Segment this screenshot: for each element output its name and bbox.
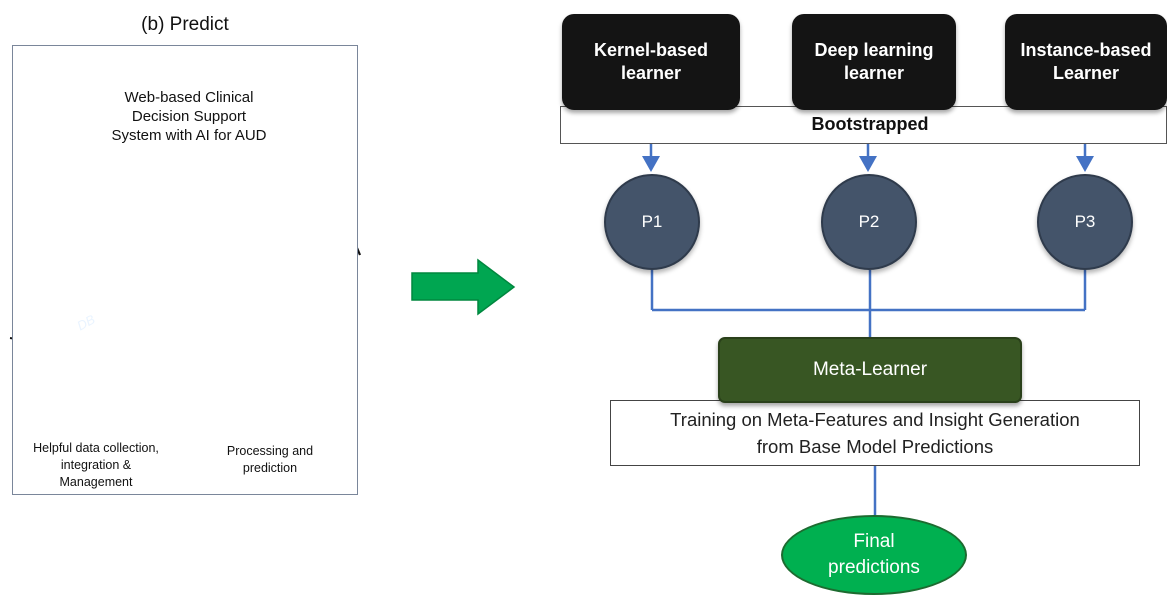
learner-label: learner: [843, 63, 905, 83]
bootstrap-arrowheads: [642, 156, 1094, 172]
learner-label: Deep learning: [814, 40, 934, 60]
data-collection-label: Helpful data collection, integration & M…: [16, 440, 176, 491]
kernel-learner-box: Kernel-based learner: [562, 14, 740, 110]
meta-learner-box: Meta-Learner: [718, 337, 1022, 403]
learner-label: Instance-based: [1020, 40, 1152, 60]
predict-panel-title: (b) Predict: [141, 14, 229, 35]
label-line: Processing and: [226, 444, 314, 458]
label-line: Helpful data collection,: [33, 441, 159, 455]
deep-learner-box: Deep learning learner: [792, 14, 956, 110]
screen-text-line: Decision Support: [131, 108, 247, 125]
processing-label: Processing and prediction: [205, 443, 335, 477]
transition-arrow: [411, 258, 516, 316]
training-text: from Base Model Predictions: [756, 436, 994, 457]
prediction-node-p1: P1: [604, 174, 700, 270]
laptop-screen-text: Web-based Clinical Decision Support Syst…: [100, 88, 278, 145]
final-text: predictions: [828, 557, 920, 578]
label-line: prediction: [242, 461, 298, 475]
training-text: Training on Meta-Features and Insight Ge…: [670, 409, 1080, 430]
prediction-node-p3: P3: [1037, 174, 1133, 270]
screen-text-line: Web-based Clinical: [124, 89, 254, 106]
screen-text-line: System with AI for AUD: [111, 127, 267, 144]
learner-label: learner: [620, 63, 682, 83]
final-predictions-node: Final predictions: [781, 515, 967, 595]
final-text: Final: [853, 531, 895, 552]
label-line: Management: [59, 475, 133, 489]
predict-panel-frame: [12, 45, 358, 495]
training-box: Training on Meta-Features and Insight Ge…: [610, 400, 1140, 466]
label-line: integration &: [60, 458, 132, 472]
learner-label: Learner: [1052, 63, 1120, 83]
bootstrap-label: Bootstrapped: [811, 114, 929, 134]
learner-label: Kernel-based: [593, 40, 709, 60]
prediction-node-p2: P2: [821, 174, 917, 270]
